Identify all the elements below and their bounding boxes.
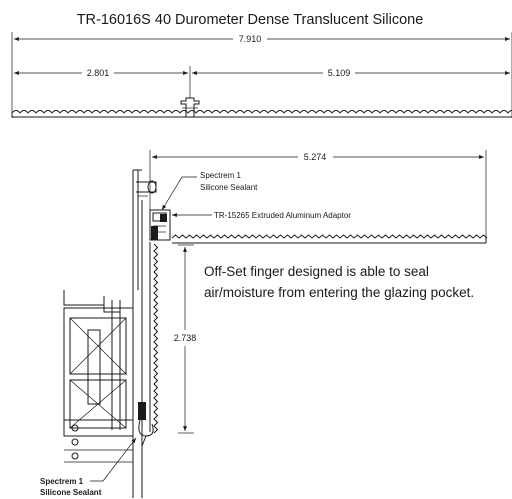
design-note: Off-Set finger designed is able to seal … (204, 264, 474, 300)
dimension-overall-width-label: 7.910 (239, 34, 262, 44)
callout-top-sealant-line1: Spectrem 1 (200, 171, 241, 180)
dimension-overall-width: 7.910 (11, 32, 512, 118)
callout-bottom-sealant-line1: Spectrem 1 (40, 477, 84, 486)
callout-bottom-sealant-line2: Silicone Sealant (40, 488, 102, 497)
dimension-left-segment: 2.801 (14, 66, 191, 98)
callout-top-sealant: Spectrem 1 Silicone Sealant (161, 171, 258, 211)
dimension-installed-width: 5.274 (149, 150, 487, 240)
design-note-line2: air/moisture from entering the glazing p… (204, 285, 474, 300)
dimension-height: 2.738 (168, 244, 202, 434)
installed-assembly (63, 169, 488, 498)
dimension-installed-width-label: 5.274 (304, 152, 327, 162)
dimension-right-segment-label: 5.109 (328, 68, 351, 78)
callout-adaptor: TR-15265 Extruded Aluminum Adaptor (172, 211, 351, 220)
callout-top-sealant-line2: Silicone Sealant (200, 183, 258, 192)
design-note-line1: Off-Set finger designed is able to seal (204, 264, 429, 279)
dimension-left-segment-label: 2.801 (87, 68, 110, 78)
dimension-height-label: 2.738 (174, 333, 197, 343)
drawing-title: TR-16016S 40 Durometer Dense Translucent… (77, 12, 424, 28)
dimension-right-segment: 5.109 (192, 67, 510, 78)
callout-bottom-sealant: Spectrem 1 Silicone Sealant (40, 437, 137, 497)
callout-adaptor-label: TR-15265 Extruded Aluminum Adaptor (214, 211, 351, 220)
gasket-profile-flat (11, 97, 512, 118)
